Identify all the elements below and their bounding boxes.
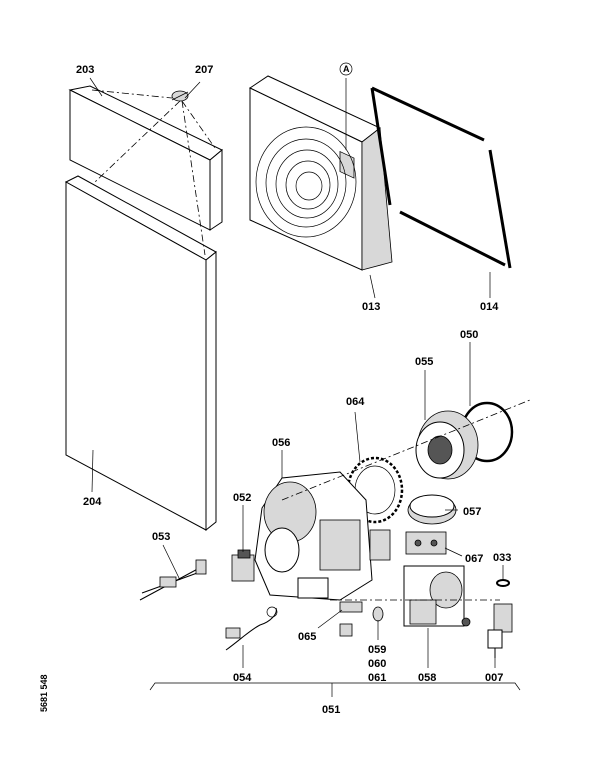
label-051: 051 bbox=[322, 704, 340, 716]
label-A: A bbox=[343, 64, 350, 74]
label-033: 033 bbox=[493, 552, 511, 564]
label-053: 053 bbox=[152, 531, 170, 543]
part-207-screw bbox=[91, 89, 216, 256]
part-033-ring bbox=[496, 579, 510, 587]
label-007: 007 bbox=[485, 672, 503, 684]
label-013: 013 bbox=[362, 301, 380, 313]
part-203-top-panel bbox=[68, 85, 223, 231]
label-065: 065 bbox=[298, 631, 316, 643]
label-067: 067 bbox=[465, 553, 483, 565]
part-055-burner-tube bbox=[415, 410, 479, 480]
label-059: 059 bbox=[368, 644, 386, 656]
part-057-disk bbox=[407, 494, 457, 525]
label-014: 014 bbox=[480, 301, 499, 313]
label-050: 050 bbox=[460, 329, 478, 341]
label-054: 054 bbox=[233, 672, 252, 684]
part-013-burner-hood bbox=[248, 62, 393, 271]
label-204: 204 bbox=[83, 496, 102, 508]
label-207: 207 bbox=[195, 64, 213, 76]
part-056-burner-housing bbox=[254, 471, 391, 601]
part-054-photocell bbox=[225, 606, 278, 651]
label-055: 055 bbox=[415, 356, 433, 368]
label-061: 061 bbox=[368, 672, 386, 684]
spiral-vent bbox=[255, 126, 357, 238]
label-060: 060 bbox=[368, 658, 386, 670]
label-056: 056 bbox=[272, 437, 290, 449]
part-204-front-panel bbox=[64, 175, 217, 532]
part-052-transformer bbox=[231, 549, 255, 582]
center-axis bbox=[281, 399, 531, 501]
part-007-filter bbox=[487, 603, 513, 658]
document-number: 5681 548 bbox=[39, 674, 49, 712]
leader-lines bbox=[89, 77, 504, 668]
part-059-fitting bbox=[372, 606, 384, 622]
assembly-bracket-051 bbox=[149, 682, 521, 691]
part-014-gasket bbox=[370, 86, 512, 269]
part-053-electrode bbox=[139, 559, 207, 601]
part-067-valve bbox=[405, 531, 447, 555]
label-052: 052 bbox=[233, 492, 251, 504]
part-058-pump bbox=[403, 565, 471, 627]
label-058: 058 bbox=[418, 672, 436, 684]
part-065-fitting bbox=[339, 601, 363, 637]
label-057: 057 bbox=[463, 506, 481, 518]
label-203: 203 bbox=[76, 64, 94, 76]
label-064: 064 bbox=[346, 396, 365, 408]
